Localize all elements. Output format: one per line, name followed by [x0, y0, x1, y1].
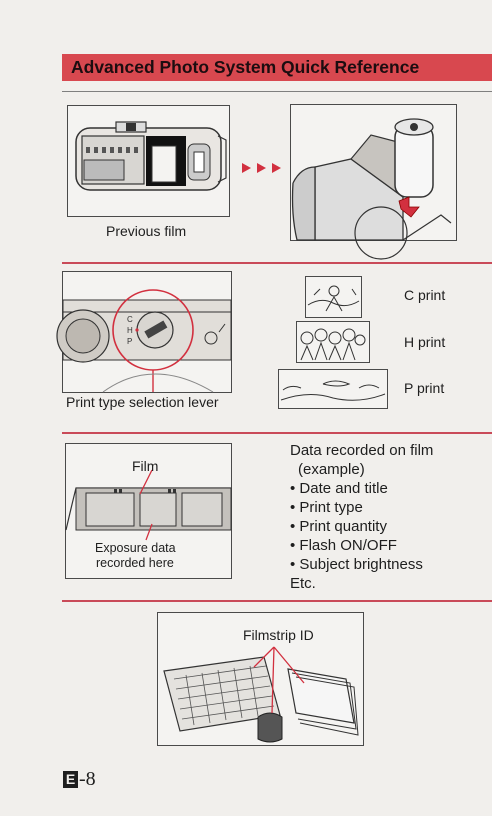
- arrows-icon: [242, 161, 286, 175]
- cartridge-loading-illustration: [291, 105, 456, 240]
- data-heading: Data recorded on film: [290, 441, 433, 460]
- camera-back-illustration: [68, 106, 229, 216]
- page-number: -8: [79, 768, 96, 790]
- divider: [62, 91, 492, 92]
- film-cartridge-figure: [290, 104, 457, 241]
- etc-text: Etc.: [290, 574, 316, 593]
- list-item: • Subject brightness: [290, 555, 423, 574]
- previous-film-figure: [67, 105, 230, 217]
- c-print-label: C print: [404, 287, 445, 304]
- divider: [62, 432, 492, 434]
- divider: [62, 262, 492, 264]
- data-heading-sub: (example): [298, 460, 365, 479]
- c-print-thumbnail: [305, 276, 362, 318]
- filmstrip-id-label: Filmstrip ID: [243, 627, 314, 644]
- divider: [62, 600, 492, 602]
- print-lever-figure: C H P: [62, 271, 232, 393]
- list-item: • Print type: [290, 498, 363, 517]
- h-print-label: H print: [404, 334, 445, 351]
- p-print-thumbnail: [278, 369, 388, 409]
- list-item: • Print quantity: [290, 517, 387, 536]
- svg-text:P: P: [127, 337, 132, 346]
- list-item: • Flash ON/OFF: [290, 536, 397, 555]
- exposure-label: recorded here: [96, 555, 174, 572]
- previous-film-label: Previous film: [106, 223, 186, 240]
- film-label: Film: [132, 458, 158, 475]
- h-print-thumbnail: [296, 321, 370, 363]
- svg-text:H: H: [127, 326, 133, 335]
- list-item: • Date and title: [290, 479, 388, 498]
- print-type-lever-illustration: C H P: [63, 272, 231, 392]
- svg-text:C: C: [127, 315, 133, 324]
- p-print-label: P print: [404, 380, 444, 397]
- page-title: Advanced Photo System Quick Reference: [71, 55, 419, 80]
- page-letter-badge: E: [63, 771, 78, 788]
- print-lever-label: Print type selection lever: [66, 394, 219, 411]
